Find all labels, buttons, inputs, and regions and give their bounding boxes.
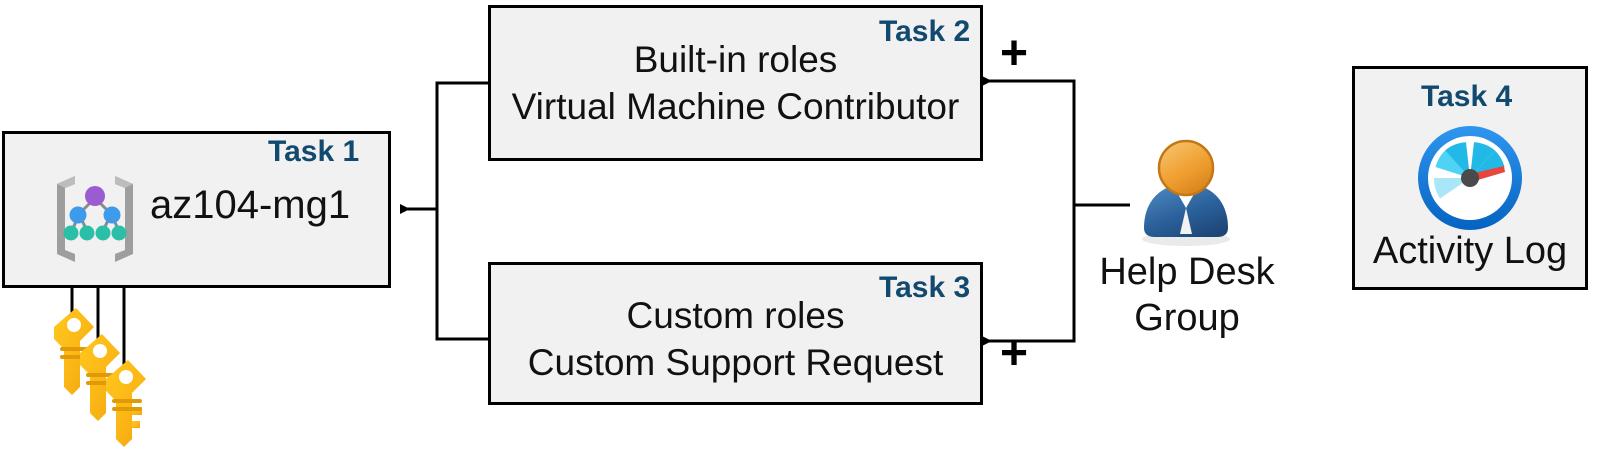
task1-box[interactable] <box>2 131 391 288</box>
task4-label: Task 4 <box>1421 80 1513 113</box>
task1-title: az104-mg1 <box>150 183 351 227</box>
plus-sign-task3: + <box>1000 327 1029 380</box>
connector-tasks-to-mg <box>400 81 488 341</box>
task2-label: Task 2 <box>879 15 971 48</box>
task2-line1: Built-in roles <box>633 39 838 80</box>
plus-sign-task2: + <box>1000 27 1029 80</box>
keys-icon <box>54 308 146 447</box>
task4-box[interactable] <box>1352 66 1588 290</box>
task2-text: Built-in roles Virtual Machine Contribut… <box>488 36 983 130</box>
task3-box[interactable] <box>488 262 983 405</box>
task2-line2: Virtual Machine Contributor <box>511 86 960 127</box>
help-desk-line1: Help Desk <box>1099 251 1275 293</box>
help-desk-group-label: Help Desk Group <box>1072 249 1302 341</box>
task4-title: Activity Log <box>1372 230 1568 272</box>
task3-line2: Custom Support Request <box>527 342 944 383</box>
help-desk-line2: Group <box>1134 297 1240 339</box>
task2-box[interactable] <box>488 5 983 161</box>
task3-text: Custom roles Custom Support Request <box>488 292 983 386</box>
task1-label: Task 1 <box>268 135 360 168</box>
user-group-icon <box>1142 139 1230 246</box>
task3-line1: Custom roles <box>626 295 845 336</box>
connector-helpdesk-to-roles <box>982 76 1130 346</box>
task3-label: Task 3 <box>879 271 971 304</box>
management-group-icon <box>57 176 133 262</box>
gauge-icon <box>1418 126 1522 230</box>
